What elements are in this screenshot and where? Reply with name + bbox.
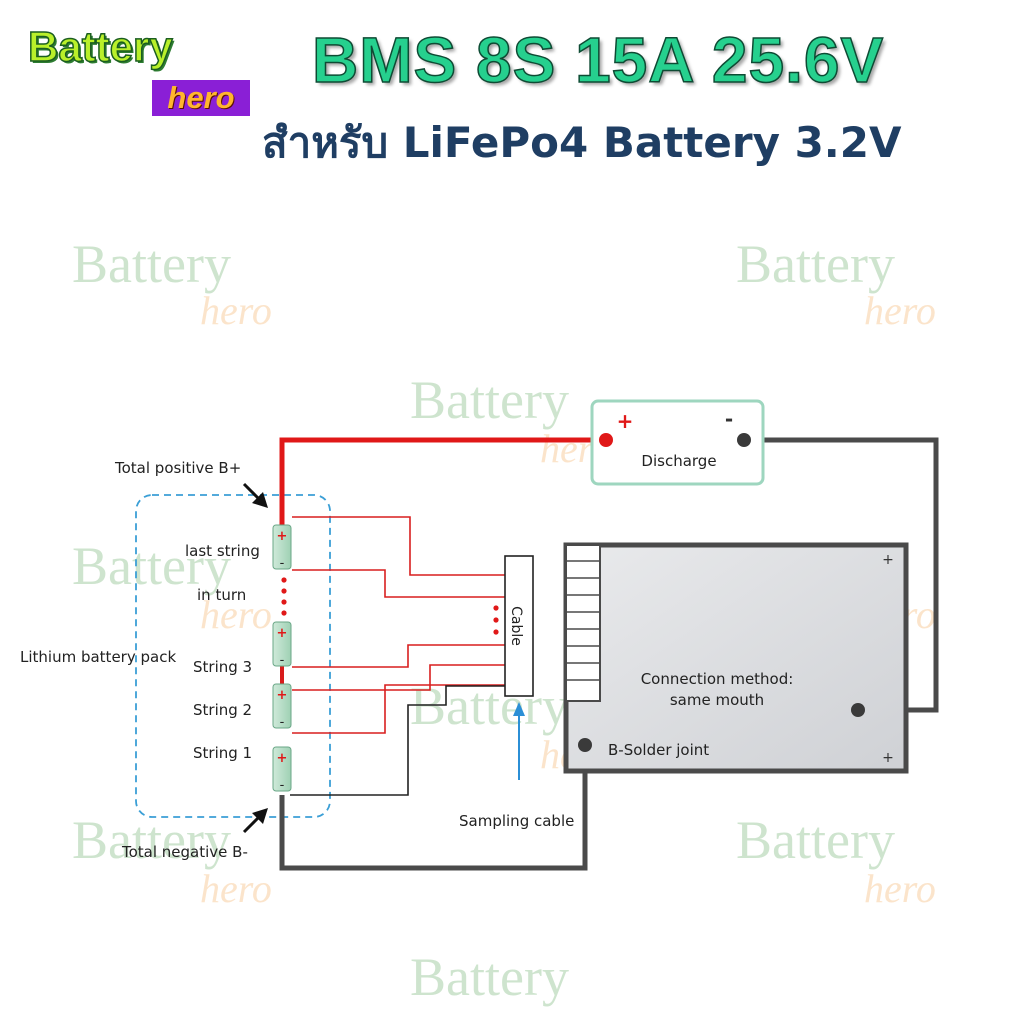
p-terminal (851, 703, 865, 717)
battery-pack-boundary (135, 494, 331, 818)
watermark: hero (200, 592, 272, 637)
watermark: hero (864, 288, 936, 333)
string-1-label: String 1 (193, 744, 252, 762)
sampling-cable-label: Sampling cable (459, 812, 574, 830)
watermark: hero (200, 288, 272, 333)
watermark: Battery (410, 947, 569, 1007)
discharge-minus-label: - (725, 407, 733, 431)
svg-text:+: + (882, 750, 894, 766)
series-dots (281, 577, 287, 616)
svg-text:+: + (882, 552, 894, 568)
bms-board: + + Connection method: same mouth B-Sold… (563, 542, 909, 774)
discharge-plus-label: + (617, 409, 634, 433)
discharge-positive-terminal (599, 433, 613, 447)
watermark: hero (864, 866, 936, 911)
discharge-load: + - Discharge (590, 399, 765, 486)
cable-label: Cable (508, 606, 524, 646)
watermark: Battery (410, 370, 569, 430)
watermark: hero (200, 866, 272, 911)
total-positive-label: Total positive B+ (114, 459, 241, 477)
svg-text:+: + (277, 626, 288, 641)
sampling-wires (292, 516, 505, 734)
b-solder-joint-label: B-Solder joint (608, 741, 709, 759)
cell-string-1: + - (272, 746, 292, 793)
total-negative-label: Total negative B- (121, 843, 248, 861)
in-turn-label: in turn (197, 586, 246, 604)
svg-text:+: + (277, 688, 288, 703)
negative-main-wire (279, 744, 588, 871)
discharge-negative-terminal (737, 433, 751, 447)
page-title: BMS 8S 15A 25.6V (311, 24, 885, 96)
b-solder-terminal (578, 738, 592, 752)
page-subtitle: สำหรับ LiFePo4 Battery 3.2V (262, 118, 902, 167)
battery-pack-label: Lithium battery pack (20, 648, 176, 666)
discharge-label: Discharge (641, 452, 716, 470)
svg-text:+: + (277, 751, 288, 766)
svg-text:+: + (277, 529, 288, 544)
svg-text:-: - (280, 556, 285, 571)
connection-method-value: same mouth (670, 691, 764, 709)
cell-string-2: + - (272, 683, 292, 730)
svg-text:-: - (280, 653, 285, 668)
positive-main-wire (279, 437, 606, 530)
last-string-label: last string (185, 542, 260, 560)
watermark: Battery (72, 536, 231, 596)
sampling-wire-negative (290, 685, 505, 796)
watermark: Battery (72, 810, 231, 870)
cell-last-string: + - (272, 524, 292, 571)
string-3-label: String 3 (193, 658, 252, 676)
arrow-negative-icon (242, 808, 268, 834)
arrow-positive-icon (242, 482, 268, 508)
connection-method-label: Connection method: (641, 670, 794, 688)
cable-connector: Cable (504, 555, 534, 697)
watermark: Battery (72, 234, 231, 294)
watermark: Battery (736, 810, 895, 870)
cell-string-3: + - (272, 621, 292, 668)
svg-text:-: - (280, 778, 285, 793)
sampling-arrow-icon (513, 702, 525, 780)
string-2-label: String 2 (193, 701, 252, 719)
watermark: Battery (736, 234, 895, 294)
brand-logo-battery: Battery (27, 23, 173, 70)
cable-dots (493, 605, 499, 635)
svg-text:-: - (280, 715, 285, 730)
brand-logo-hero: hero (152, 80, 250, 116)
